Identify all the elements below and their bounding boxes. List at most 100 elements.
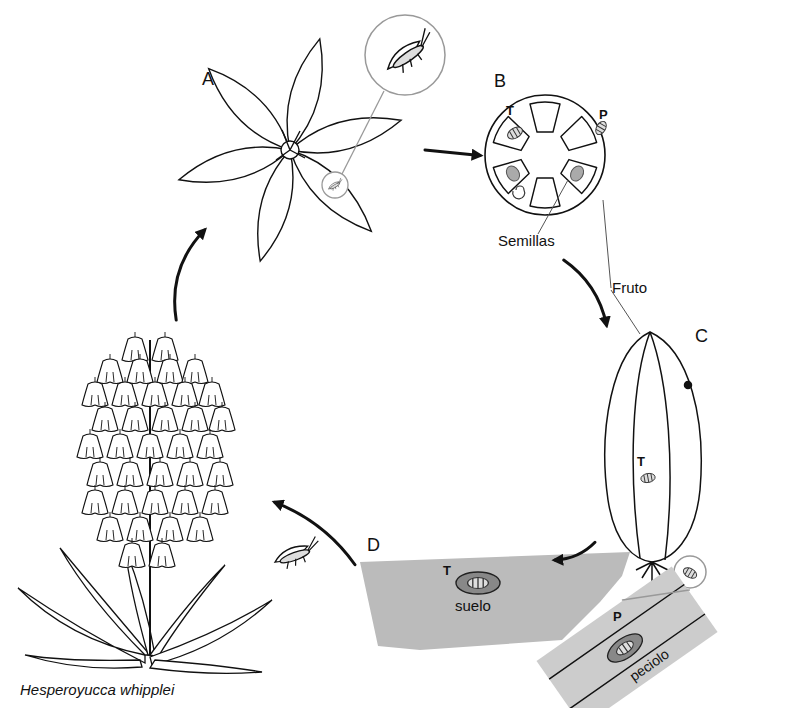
bell-flower — [77, 429, 103, 459]
larva-label: T — [637, 455, 645, 469]
stage-letter: A — [202, 70, 214, 90]
petiole-fill — [537, 566, 718, 708]
larva-leaving — [682, 566, 699, 581]
capsule-lobes — [633, 332, 670, 560]
fruit-capsule — [605, 332, 701, 582]
bell-flower — [172, 485, 198, 515]
cycle-arrow — [564, 260, 607, 325]
bell-flower — [182, 402, 208, 432]
zoom-spot — [322, 172, 348, 198]
bell-flower — [157, 354, 183, 384]
stage-letter: C — [695, 327, 708, 347]
bell-flower — [209, 402, 235, 432]
stage-letter: B — [494, 72, 506, 92]
bell-cluster — [77, 332, 235, 568]
bell-flower — [142, 377, 168, 407]
zoom-leader — [342, 91, 384, 174]
flower-petal — [280, 140, 381, 241]
seed-cell — [530, 102, 560, 132]
larva-label: P — [613, 610, 622, 624]
seed-cell — [492, 154, 533, 195]
cycle-arrow — [275, 502, 355, 564]
seed-cell — [492, 116, 533, 157]
stage-letter: D — [367, 536, 380, 556]
stage-fruit: CT — [595, 325, 710, 590]
bell-flower — [122, 332, 148, 362]
bell-flower — [92, 402, 118, 432]
bell-flower — [187, 512, 213, 542]
species-name: Hesperoyucca whipplei — [20, 682, 174, 699]
cycle-arrow — [555, 542, 595, 560]
leaf — [150, 660, 262, 673]
part-label: suelo — [455, 598, 491, 615]
bell-flower — [87, 457, 113, 487]
flower-stamens — [276, 130, 305, 160]
section-outline — [485, 95, 605, 215]
bell-flower — [152, 402, 178, 432]
larva-label: T — [506, 104, 514, 118]
bell-flower — [202, 485, 228, 515]
exit-hole — [685, 382, 692, 389]
zoom-moth — [381, 27, 440, 78]
seed-spiral — [513, 186, 525, 199]
leaf — [150, 600, 272, 665]
larva-label: T — [443, 564, 451, 578]
pupa-soil — [468, 578, 489, 589]
bell-flower — [152, 332, 178, 362]
bell-flower — [197, 429, 223, 459]
cocoon-soil — [456, 572, 500, 594]
bell-flower — [142, 485, 168, 515]
pupa-petiole — [614, 638, 635, 657]
seed-cell — [557, 116, 598, 157]
yucca-plant — [18, 340, 272, 673]
larva-label: P — [599, 108, 608, 122]
bell-flower — [97, 512, 123, 542]
petiole-edges — [549, 585, 705, 708]
bell-flower — [172, 377, 198, 407]
bell-flower — [82, 485, 108, 515]
cycle-arrow — [425, 150, 480, 156]
stage-fruit-section: BT P Semillas — [480, 70, 615, 260]
seed — [504, 164, 522, 184]
bell-flower — [97, 354, 123, 384]
flower-petal — [199, 59, 300, 160]
larva-p — [594, 120, 609, 137]
larva-t — [506, 125, 525, 142]
zoom-circle — [365, 15, 445, 95]
small-moth — [327, 178, 345, 193]
stage-flower: A — [180, 70, 425, 230]
bell-flower — [107, 429, 133, 459]
capsule-outline — [605, 332, 701, 562]
bell-flower — [177, 457, 203, 487]
bell-flower — [182, 354, 208, 384]
bell-flower — [127, 354, 153, 384]
bell-flower — [112, 377, 138, 407]
bell-flower — [137, 429, 163, 459]
fruit-leaders — [603, 200, 640, 334]
bell-flower — [112, 485, 138, 515]
bell-flower — [122, 402, 148, 432]
part-label: Semillas — [498, 233, 555, 250]
plant-figure: Hesperoyucca whipplei — [15, 320, 275, 700]
bell-flower — [127, 512, 153, 542]
bell-flower — [82, 377, 108, 407]
seed — [568, 164, 586, 184]
stage-soil: DTsuelo — [355, 560, 605, 655]
part-label: Fruto — [612, 280, 647, 297]
leaf — [25, 655, 142, 668]
seed-leader — [538, 180, 568, 234]
bell-flower — [199, 377, 225, 407]
bell-flower — [207, 457, 233, 487]
flying-moth — [271, 536, 323, 572]
bell-flower — [157, 512, 183, 542]
cycle-arrow — [175, 230, 205, 320]
part-label: peciolo — [627, 647, 672, 685]
bell-flower — [119, 538, 145, 568]
larva-in-fruit — [640, 472, 656, 483]
petiole-inset: Ppeciolo — [555, 600, 705, 705]
petiole-band — [537, 566, 718, 708]
bell-flower — [167, 429, 193, 459]
leaf — [18, 588, 145, 663]
